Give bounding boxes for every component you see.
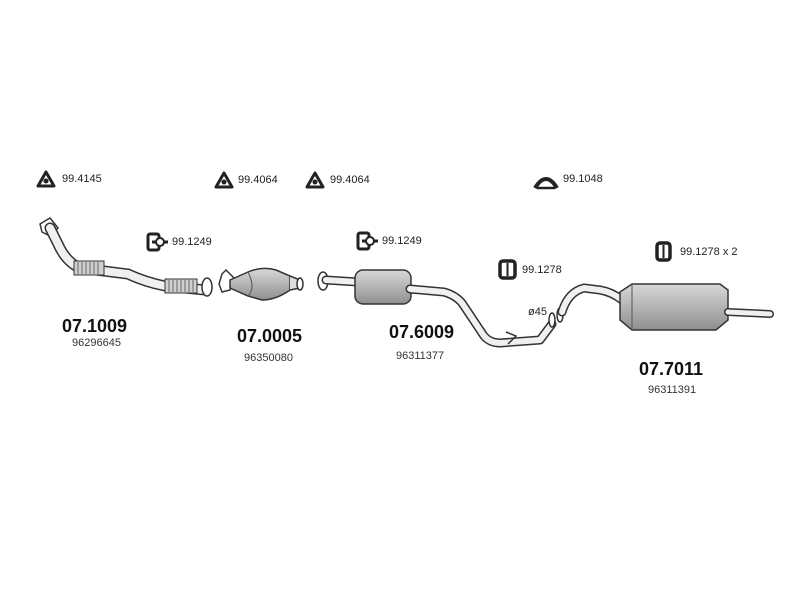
part-number: 07.1009 — [62, 316, 128, 336]
ring-gasket-icon — [533, 177, 559, 190]
ring-code-label: 99.1048 — [563, 173, 603, 185]
oem-number: 96296645 — [72, 337, 121, 349]
flex-section — [164, 278, 198, 294]
part-number: 07.7011 — [639, 359, 704, 379]
front-pipe-part — [39, 217, 213, 297]
clamp-icon — [146, 232, 168, 252]
triangle-gasket-icon — [36, 170, 56, 188]
rear-muffler-part — [556, 283, 774, 331]
triangle-gasket-icon — [305, 171, 325, 189]
hanger-icon — [498, 259, 517, 280]
gasket-code-label: 99.4064 — [330, 174, 370, 186]
clamp-icon — [356, 231, 378, 251]
middle-muffler-part — [317, 269, 557, 348]
oem-number: 96311391 — [648, 384, 697, 396]
oem-number: 96350080 — [244, 352, 293, 364]
hanger-code-label: 99.1278 x 2 — [680, 246, 738, 258]
triangle-gasket-icon — [214, 171, 234, 189]
part-number: 07.0005 — [237, 326, 303, 346]
catalytic-converter-part — [218, 267, 304, 301]
clamp-code-label: 99.1249 — [382, 235, 422, 247]
pipe-diameter-label: ø45 — [528, 306, 547, 318]
oem-number: 96311377 — [396, 350, 445, 362]
gasket-code-label: 99.4145 — [62, 173, 102, 185]
hanger-code-label: 99.1278 — [522, 264, 562, 276]
gasket-code-label: 99.4064 — [238, 174, 278, 186]
part-number: 07.6009 — [389, 322, 455, 342]
hanger-icon — [655, 241, 672, 262]
flex-section — [73, 260, 105, 276]
clamp-code-label: 99.1249 — [172, 236, 212, 248]
